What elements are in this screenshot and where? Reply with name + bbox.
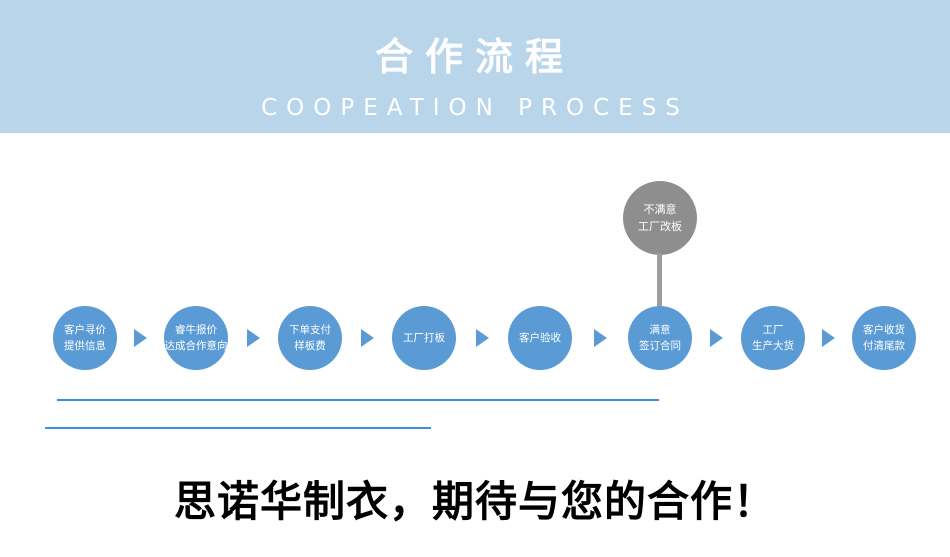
- flow-step-4: 工厂打板: [392, 306, 456, 370]
- flow-step-8: 客户收货 付清尾款: [852, 306, 916, 370]
- flow-step-6: 满意 签订合同: [628, 306, 692, 370]
- flow-step-2: 睿牛报价 达成合作意向: [164, 306, 228, 370]
- flow-step-7: 工厂 生产大货: [741, 306, 805, 370]
- arrow-right-icon: [710, 329, 723, 347]
- flow-step-3: 下单支付 样板费: [278, 306, 342, 370]
- flow-underline-2: [45, 427, 431, 429]
- arrow-right-icon: [361, 329, 374, 347]
- header-banner: 合作流程 COOPEATION PROCESS: [0, 0, 950, 133]
- arrow-right-icon: [134, 329, 147, 347]
- footer-slogan: 思诺华制衣，期待与您的合作！: [173, 477, 776, 526]
- flow-step-1: 客户寻价 提供信息: [53, 306, 117, 370]
- page-title: 合作流程: [374, 35, 575, 79]
- arrow-right-icon: [594, 329, 607, 347]
- rework-connector-line: [657, 253, 662, 306]
- flow-step-rework: 不满意 工厂改板: [623, 181, 697, 255]
- arrow-right-icon: [822, 329, 835, 347]
- arrow-right-icon: [247, 329, 260, 347]
- flow-step-5: 客户验收: [508, 306, 572, 370]
- arrow-right-icon: [476, 329, 489, 347]
- page-subtitle: COOPEATION PROCESS: [261, 95, 689, 121]
- flow-underline-1: [57, 399, 659, 401]
